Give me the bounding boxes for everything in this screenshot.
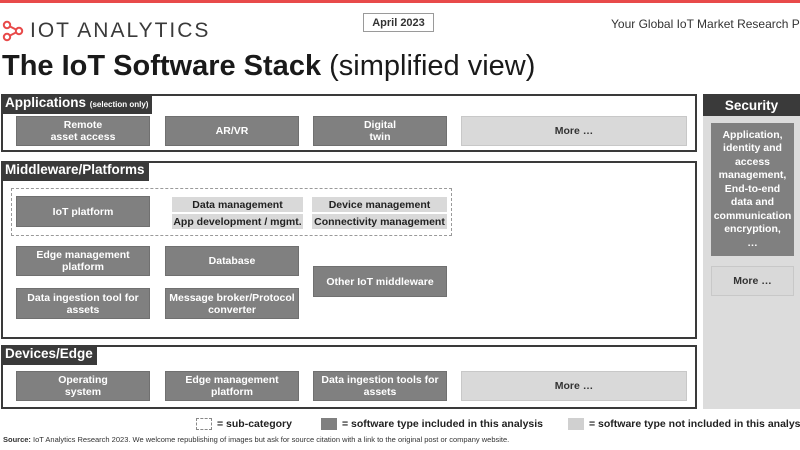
app-more-label: More … xyxy=(554,125,594,137)
legend-dashed-swatch xyxy=(196,418,212,430)
app-remote-asset-access[interactable]: Remote asset access xyxy=(16,116,150,146)
tagline: Your Global IoT Market Research Partner xyxy=(611,17,800,31)
device-more[interactable]: More … xyxy=(461,371,687,401)
sub-device-management[interactable]: Device management xyxy=(312,197,447,212)
app-remote-asset-access-label: Remote asset access xyxy=(50,119,116,143)
page-title: The IoT Software Stack (simplified view) xyxy=(2,50,535,83)
app-more[interactable]: More … xyxy=(461,116,687,146)
applications-label: Applications (selection only) xyxy=(1,94,153,114)
middleware-label: Middleware/Platforms xyxy=(1,161,149,181)
app-digital-twin-label: Digital twin xyxy=(363,119,397,143)
message-broker-label: Message broker/Protocol converter xyxy=(169,291,295,316)
sub-data-management[interactable]: Data management xyxy=(172,197,303,212)
database-box[interactable]: Database xyxy=(165,246,299,276)
devices-edge-section xyxy=(1,345,697,409)
date-badge: April 2023 xyxy=(363,13,434,32)
applications-label-text: Applications xyxy=(5,95,87,110)
legend-dark-swatch xyxy=(321,418,337,430)
legend-subcategory-text: = sub-category xyxy=(217,418,292,430)
data-ingestion-tool-label: Data ingestion tool for assets xyxy=(27,291,139,316)
source-note: Source: IoT Analytics Research 2023. We … xyxy=(3,435,509,444)
device-operating-system-label: Operating system xyxy=(58,374,108,398)
applications-label-note: (selection only) xyxy=(89,100,149,109)
other-iot-middleware-box[interactable]: Other IoT middleware xyxy=(313,266,447,297)
device-edge-management-platform-label: Edge management platform xyxy=(185,374,279,398)
edge-management-platform-label: Edge management platform xyxy=(36,249,130,273)
message-broker-box[interactable]: Message broker/Protocol converter xyxy=(165,288,299,319)
iot-platform-box[interactable]: IoT platform xyxy=(16,196,150,227)
legend-included: = software type included in this analysi… xyxy=(321,418,543,430)
devices-edge-label: Devices/Edge xyxy=(1,345,97,365)
security-more[interactable]: More … xyxy=(711,266,794,296)
sub-connectivity-management[interactable]: Connectivity management xyxy=(312,214,447,229)
device-operating-system[interactable]: Operating system xyxy=(16,371,150,401)
applications-section xyxy=(1,94,697,152)
device-data-ingestion-tools-label: Data ingestion tools for assets xyxy=(321,374,439,398)
logo-icon xyxy=(2,20,24,42)
app-ar-vr-label: AR/VR xyxy=(215,125,249,137)
device-data-ingestion-tools[interactable]: Data ingestion tools for assets xyxy=(313,371,447,401)
legend-subcategory: = sub-category xyxy=(196,418,292,430)
legend-not-included: = software type not included in this ana… xyxy=(568,418,800,430)
edge-management-platform-box[interactable]: Edge management platform xyxy=(16,246,150,276)
security-description-text: Application, identity and access managem… xyxy=(713,128,792,249)
sub-app-development[interactable]: App development / mgmt. xyxy=(172,214,303,229)
security-title: Security xyxy=(703,94,800,116)
legend-included-text: = software type included in this analysi… xyxy=(342,418,544,430)
logo-text: IOT ANALYTICS xyxy=(30,19,211,42)
top-accent-line xyxy=(0,0,800,3)
legend-not-included-text: = software type not included in this ana… xyxy=(589,418,800,430)
legend-light-swatch xyxy=(568,418,584,430)
logo: IOT ANALYTICS xyxy=(2,17,210,45)
data-ingestion-tool-box[interactable]: Data ingestion tool for assets xyxy=(16,288,150,319)
iot-platform-subcategory-group xyxy=(11,188,452,236)
source-text: IoT Analytics Research 2023. We welcome … xyxy=(33,435,510,444)
app-ar-vr[interactable]: AR/VR xyxy=(165,116,299,146)
security-description[interactable]: Application, identity and access managem… xyxy=(711,123,794,256)
middleware-section xyxy=(1,161,697,339)
title-suffix: (simplified view) xyxy=(329,50,536,82)
device-edge-management-platform[interactable]: Edge management platform xyxy=(165,371,299,401)
source-label: Source: xyxy=(3,435,31,444)
title-main: The IoT Software Stack xyxy=(2,50,322,82)
app-digital-twin[interactable]: Digital twin xyxy=(313,116,447,146)
